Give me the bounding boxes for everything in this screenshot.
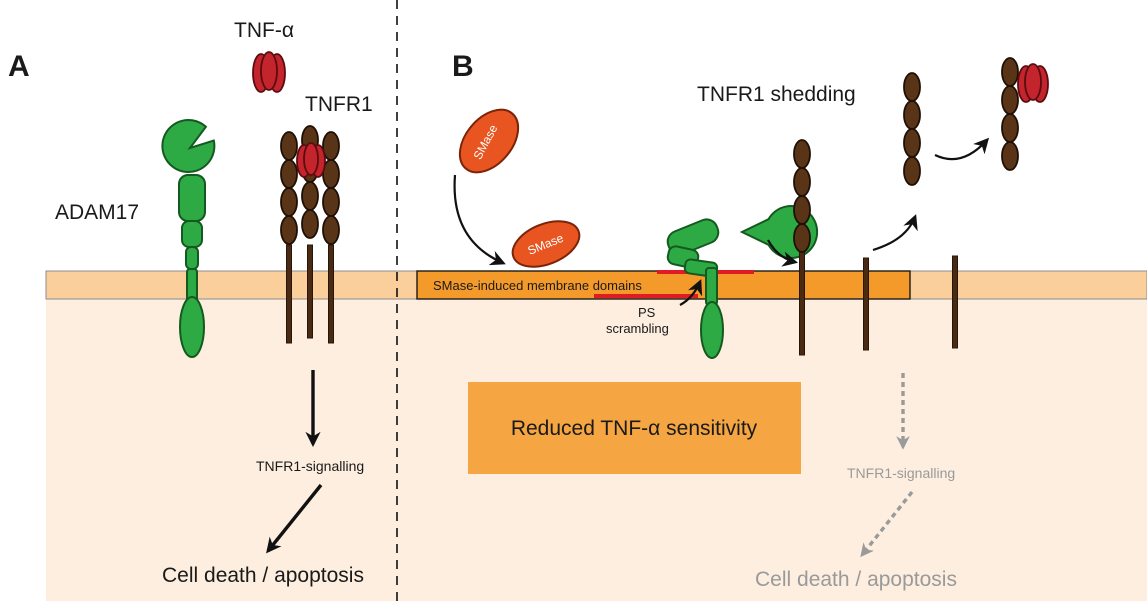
cell-death-label-b: Cell death / apoptosis	[755, 568, 957, 591]
scrambling-label: scrambling	[606, 321, 669, 336]
tnfr1-stub-1	[863, 257, 869, 351]
smase-enzyme-free: SMase	[458, 108, 520, 174]
reduced-sensitivity-box	[468, 382, 801, 474]
panel-a-label: A	[8, 50, 30, 83]
ps-label: PS	[638, 305, 656, 320]
apoptosis-arrow-b	[860, 490, 914, 558]
tnfr1-signalling-label-a: TNFR1-signalling	[256, 458, 364, 474]
cleavage-arrow	[767, 239, 798, 267]
ps-scramble-bar-lower	[594, 294, 698, 298]
tnfr1-monomer-membrane	[793, 139, 811, 356]
apoptosis-arrow-a	[266, 483, 323, 554]
membrane-domain-label: SMase-induced membrane domains	[433, 278, 642, 293]
adam17-label: ADAM17	[55, 201, 139, 224]
tnfr1-trimer	[280, 125, 340, 344]
tnf-alpha-label: TNF-α	[234, 19, 294, 42]
reduced-sensitivity-label: Reduced TNF-α sensitivity	[511, 417, 758, 440]
soluble-tnfr1-bound-tnf	[1001, 57, 1049, 171]
smase-binding-arrow	[453, 174, 506, 266]
adam17-protein	[161, 119, 216, 358]
ligand-capture-arrow	[934, 137, 990, 161]
tnfr1-shedding-label: TNFR1 shedding	[697, 83, 856, 106]
tnf-alpha-trimer	[252, 51, 286, 93]
smase-enzyme-bound: SMase	[511, 220, 581, 268]
ps-scrambling-arrow	[679, 279, 703, 306]
panel-b-label: B	[452, 50, 474, 83]
tnfr1-signalling-label-b: TNFR1-signalling	[847, 465, 955, 481]
shedding-arrow	[872, 214, 918, 252]
tnfr1-label: TNFR1	[305, 93, 373, 116]
cell-death-label-a: Cell death / apoptosis	[162, 564, 364, 587]
soluble-tnfr1	[903, 72, 921, 186]
tnfr1-stub-2	[952, 255, 958, 349]
